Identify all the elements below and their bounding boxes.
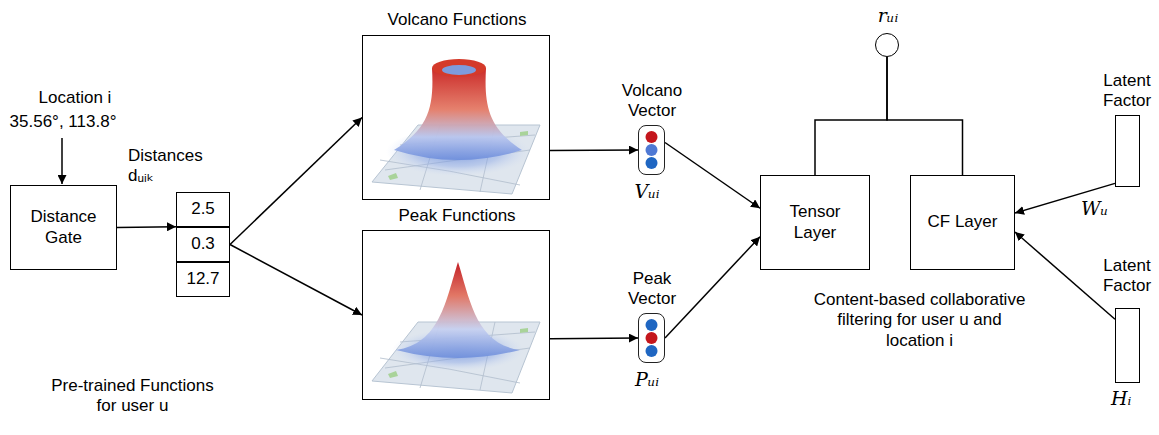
node-heading: Volcano Functions bbox=[363, 10, 551, 30]
caption-label: Pre-trained Functions for user u bbox=[40, 376, 225, 417]
connector bbox=[665, 237, 760, 338]
caption-label: Content-based collaborative filtering fo… bbox=[812, 290, 1027, 351]
volcano-illustration bbox=[372, 59, 540, 194]
node-heading: rᵤᵢ bbox=[858, 4, 918, 27]
connector bbox=[117, 226, 176, 228]
function-panel: Peak Functions bbox=[362, 230, 550, 400]
location-leader bbox=[61, 138, 63, 184]
volcano-crater bbox=[442, 65, 476, 75]
node-heading: Peak Functions bbox=[363, 206, 551, 226]
node-symbol: Wᵤ bbox=[1081, 197, 1115, 220]
node-text: CF Layer bbox=[928, 212, 998, 232]
volcano-vector-dots bbox=[646, 131, 658, 169]
vector-dot bbox=[646, 332, 658, 344]
volcano-rim bbox=[432, 59, 486, 77]
connector bbox=[1015, 232, 1115, 319]
latent-factor: Latent FactorHᵢ bbox=[1115, 308, 1140, 383]
vector-dot bbox=[646, 319, 658, 331]
vector-dot bbox=[646, 345, 658, 357]
vector-box: Peak VectorPᵤᵢ bbox=[638, 313, 665, 363]
node-heading: Latent Factor bbox=[1097, 256, 1157, 297]
layer-box: Tensor Layer bbox=[760, 175, 870, 270]
vector-box: Volcano VectorVᵤᵢ bbox=[638, 125, 665, 175]
distance-stack: Distances dᵤᵢₖ2.50.312.7 bbox=[176, 192, 230, 297]
vector-dot bbox=[646, 157, 658, 169]
distance-cell: 12.7 bbox=[176, 262, 230, 297]
output-circle: rᵤᵢ bbox=[875, 33, 899, 57]
connector bbox=[550, 337, 638, 339]
distance-cell: 2.5 bbox=[176, 192, 230, 227]
node-heading: Peak Vector bbox=[607, 269, 697, 310]
node-text: 0.3 bbox=[191, 234, 215, 254]
node-text: Distance Gate bbox=[22, 207, 106, 248]
vector-dot bbox=[646, 144, 658, 156]
connector bbox=[815, 57, 887, 175]
volcano-surface bbox=[394, 68, 522, 160]
connector bbox=[887, 57, 963, 175]
latent-factor: Latent FactorWᵤ bbox=[1115, 115, 1140, 187]
layer-box: CF Layer bbox=[910, 175, 1015, 270]
caption-label: Location i bbox=[20, 88, 130, 108]
node-symbol: Pᵤᵢ bbox=[622, 368, 672, 391]
connector bbox=[230, 245, 362, 316]
node-text: 2.5 bbox=[191, 199, 215, 219]
node-text: 12.7 bbox=[186, 269, 219, 289]
connector bbox=[665, 143, 760, 209]
node-symbol: Hᵢ bbox=[1111, 387, 1147, 410]
caption-label: 35.56°, 113.8° bbox=[4, 112, 122, 132]
node-text: Tensor Layer bbox=[779, 202, 851, 243]
connector bbox=[550, 149, 638, 151]
vector-dot bbox=[646, 131, 658, 143]
distance-cell: 0.3 bbox=[176, 227, 230, 262]
peak-illustration bbox=[372, 262, 540, 393]
process-box: Distance Gate bbox=[10, 185, 117, 270]
function-panel: Volcano Functions bbox=[362, 35, 550, 200]
connector bbox=[230, 118, 362, 245]
node-heading: Latent Factor bbox=[1097, 71, 1157, 112]
peak-surface bbox=[396, 262, 520, 358]
node-symbol: Vᵤᵢ bbox=[622, 180, 672, 203]
peak-vector-dots bbox=[646, 319, 658, 357]
node-heading: Volcano Vector bbox=[607, 81, 697, 122]
node-heading: Distances dᵤᵢₖ bbox=[128, 146, 216, 187]
